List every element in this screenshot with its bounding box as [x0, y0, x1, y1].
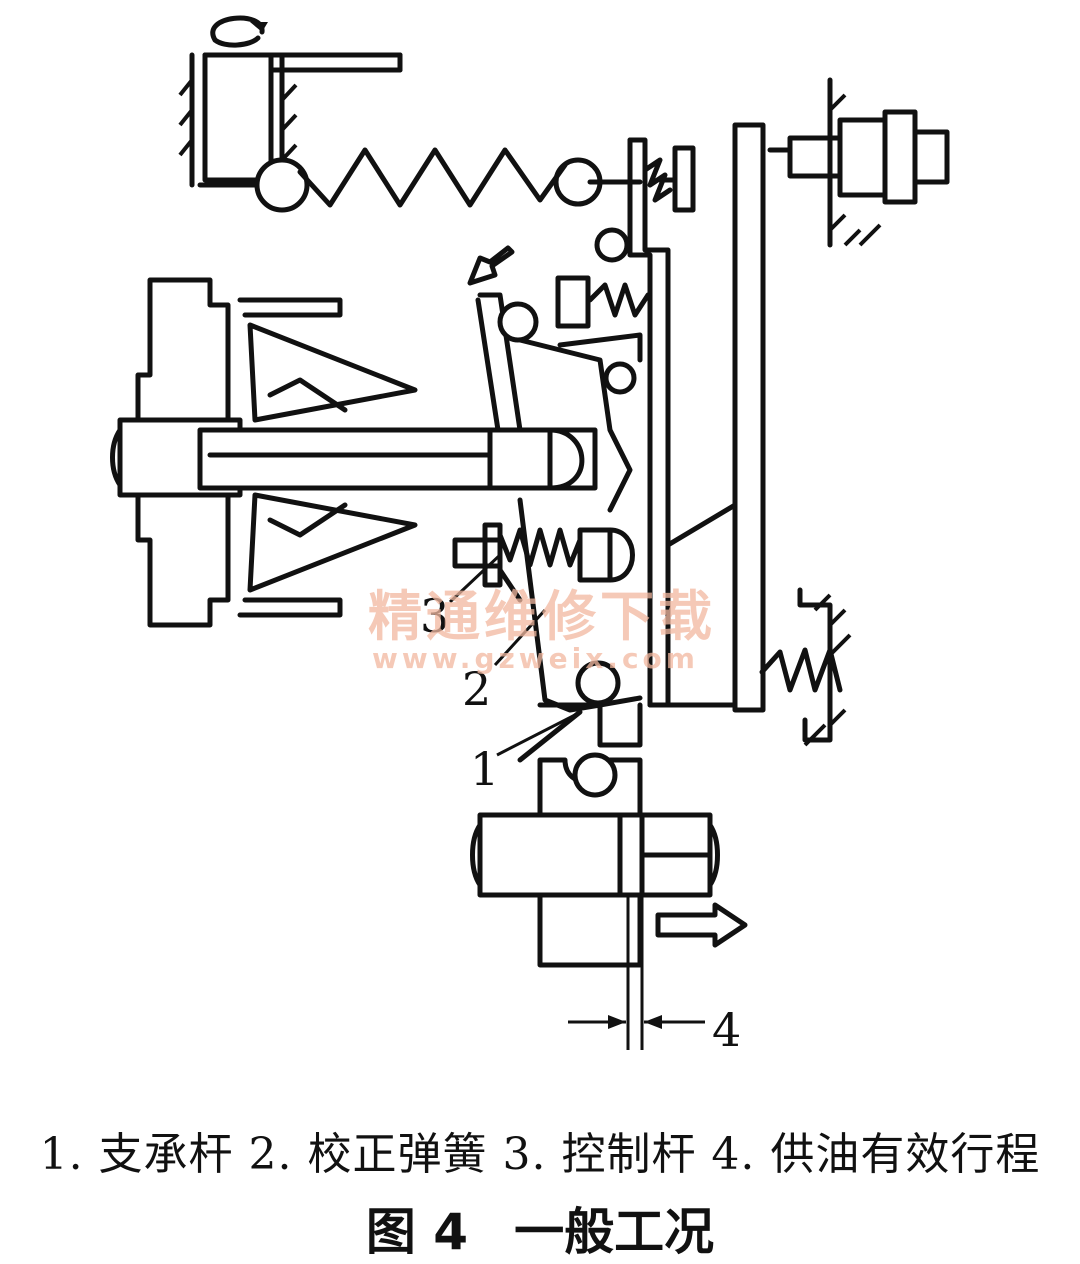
figure-number: 图 4: [365, 1203, 469, 1261]
support-lever: [497, 497, 643, 763]
correction-spring: [452, 522, 635, 588]
callout-1: 1: [470, 742, 499, 796]
leader-3: [448, 553, 502, 604]
watermark-url: www.gzweix.com: [372, 642, 699, 675]
figure-caption: 图 4 一般工况: [0, 1192, 1080, 1264]
callout-2: 2: [462, 662, 491, 716]
figure-legend: 1. 支承杆 2. 校正弹簧 3. 控制杆 4. 供油有效行程: [39, 1129, 1041, 1180]
figure-title: 一般工况: [514, 1203, 715, 1261]
stop-screw: [767, 77, 950, 248]
callout-3: 3: [420, 589, 449, 643]
top-pivot-housing: [178, 15, 403, 213]
main-lever: [594, 137, 696, 708]
leader-1: [496, 713, 576, 757]
rack-slider: [470, 702, 748, 1050]
flyweight-assembly: [110, 277, 598, 628]
return-spring: [759, 587, 852, 747]
leader-2: [493, 608, 547, 667]
watermark-text: 精通维修下载: [368, 585, 716, 648]
control-lever: [467, 245, 651, 513]
callout-4: 4: [712, 1003, 741, 1057]
adjusting-bar: [665, 122, 766, 713]
tension-spring: [297, 147, 643, 208]
